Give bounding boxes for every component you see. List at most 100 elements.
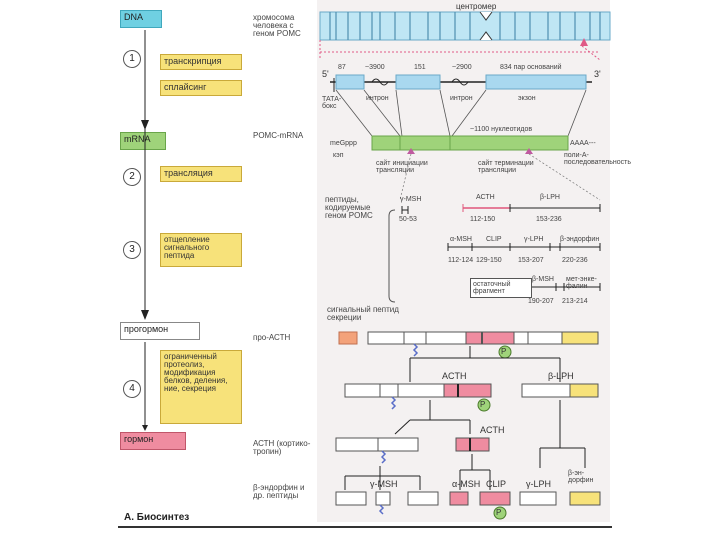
acth-hormone-bar [455, 437, 490, 452]
exon-label: экзон [518, 95, 536, 102]
carb-chain-2 [390, 396, 397, 410]
splicing-box: сплайсинг [160, 80, 242, 96]
gamma-msh-precursor [335, 437, 419, 452]
residual-fragment: остаточный фрагмент [470, 278, 532, 298]
cleavage-box: отщепление сигнального пептида [160, 233, 242, 267]
figure-caption: А. Биосинтез [124, 512, 190, 523]
chromosome-label: хромосома человека с геном POMC [253, 13, 301, 38]
pep-b-end-range: 220-236 [562, 257, 588, 264]
pep-met-enk: мет-энке-фалин [566, 276, 597, 290]
pomc-mrna-label: POMC-mRNA [253, 131, 304, 140]
splicing-lines [335, 89, 587, 137]
b-endorphin-bar [569, 491, 601, 506]
phospho-label-3: P [496, 508, 502, 517]
split-1 [409, 346, 561, 382]
pep-met-range: 213-214 [562, 298, 588, 305]
gene-834: 834 пар оснований [500, 64, 562, 71]
pep-acth-range: 112-150 [470, 216, 496, 223]
phospho-label-1: P [501, 347, 507, 356]
dna-label: DNA [120, 10, 162, 28]
intron-break-2 [451, 78, 469, 86]
beta-lph-end [569, 383, 599, 398]
pep-beta-range: 153-236 [536, 216, 562, 223]
prohormone-label: прогормон [120, 322, 200, 340]
alpha-msh-bar [449, 491, 469, 506]
transcription-box: транскрипция [160, 54, 242, 70]
cascade-clip: CLIP [486, 479, 507, 489]
acth-precursor-acth [443, 383, 492, 398]
step-4: 4 [123, 380, 141, 398]
gene-locus-marker [580, 38, 588, 46]
cascade-gamma-lph: γ-LPH [526, 479, 552, 489]
exon-2 [395, 74, 441, 90]
pep-alpha-msh: α-MSH [450, 236, 472, 243]
translation-box: трансляция [160, 166, 242, 182]
pep-gamma-lph: γ-LPH [524, 236, 544, 243]
zoom-line-right [581, 45, 601, 61]
cascade-gamma-msh: γ-MSH [370, 479, 398, 489]
intron-break-1 [371, 78, 389, 86]
carb-chain-1 [412, 343, 419, 357]
footer-rule [118, 526, 612, 528]
mrna-cap-label: кэп [333, 152, 344, 159]
gamma-msh-right [407, 491, 439, 506]
pep-beta-msh: β-MSH [532, 276, 554, 283]
cascade-alpha-msh: α-MSH [452, 479, 481, 489]
polya-label: поли-А-последовательность [564, 152, 631, 166]
pep-alpha-range: 112-124 [448, 257, 474, 264]
chromosome-bands [329, 12, 601, 40]
carb-chain-4 [378, 504, 385, 515]
mrna-bar [371, 135, 569, 151]
gene-5prime: 5' [322, 69, 329, 79]
pep-gamma-msh: γ-MSH [400, 196, 422, 203]
init-site-label: сайт инициации трансляции [376, 160, 428, 174]
cascade-b-endorphin: β-эн-дорфин [568, 470, 594, 484]
step-3: 3 [123, 241, 141, 259]
intron-2-label: интрон [450, 95, 473, 102]
gamma-lph-bar [519, 491, 557, 506]
endorphin-label: β-эндорфин и др. пептиды [253, 483, 305, 500]
pep-beta-lph: β-LPH [540, 194, 560, 201]
pro-acth-end-segment [561, 331, 599, 345]
split-3 [344, 454, 491, 490]
step-2: 2 [123, 168, 141, 186]
signal-peptide-label: сигнальный пептид секреции [327, 305, 399, 322]
pro-acth-acth-segment [465, 331, 515, 345]
pep-beta-msh-range: 190-207 [528, 298, 554, 305]
split-2 [394, 400, 586, 468]
term-site-marker [525, 148, 533, 154]
tata-box-label: ТАТА-бокс [322, 96, 342, 110]
peptide-map [401, 204, 601, 291]
signal-peptide-box [338, 331, 358, 345]
gamma-msh-mid [375, 491, 391, 506]
pep-b-endorphin: β-эндорфин [560, 236, 600, 243]
phospho-2 [477, 398, 491, 412]
gene-87: 87 [338, 64, 346, 71]
gene-151: 151 [414, 64, 426, 71]
gamma-msh-left [335, 491, 367, 506]
pep-acth: АСТН [476, 194, 495, 201]
peptides-label: пептиды, кодируемые геном POMC [325, 195, 373, 220]
pep-gamma-range: 50-53 [399, 216, 417, 223]
chromosome-bar [319, 11, 611, 41]
pep-clip: CLIP [486, 236, 502, 243]
acth-label: АСТН (кортико-тропин) [253, 439, 311, 456]
pep-gamma-lph-range: 153-207 [518, 257, 544, 264]
pro-acth-label: про-АСТН [253, 333, 291, 342]
centromere-label: центромер [456, 2, 497, 11]
step-1: 1 [123, 50, 141, 68]
flow-arrow-2 [141, 310, 149, 320]
processing-box: ограниченный протеолиз, модификация белк… [160, 350, 242, 424]
cascade-beta-lph: β-LPH [548, 371, 574, 381]
mrna-tail: AAAA--- [570, 140, 596, 147]
centromere-notch [479, 11, 493, 41]
init-site-marker [407, 148, 415, 154]
exon-1 [335, 74, 365, 90]
hormone-label: гормон [120, 432, 186, 450]
gene-3900: ~3900 [365, 64, 385, 71]
signal-bracket [388, 209, 396, 303]
pep-clip-range: 129-150 [476, 257, 502, 264]
cascade-acth-1: ACTH [442, 371, 467, 381]
mrna-label: mRNA [120, 132, 166, 150]
